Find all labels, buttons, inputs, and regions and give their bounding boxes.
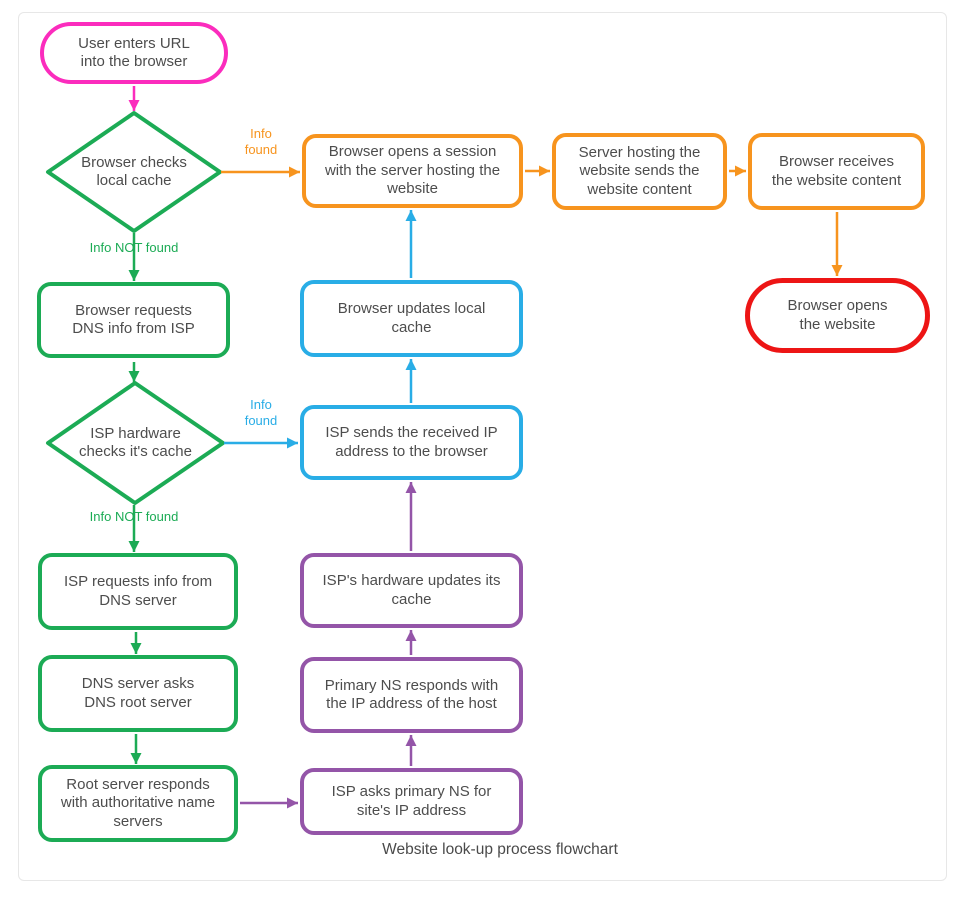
edge-label-info-found-browser: Info found — [244, 126, 278, 157]
process-root-server-responds: Root server responds with authoritative … — [38, 765, 238, 842]
process-primary-ns-responds: Primary NS responds with the IP address … — [300, 657, 523, 733]
process-browser-requests-dns: Browser requests DNS info from ISP — [37, 282, 230, 358]
terminator-start: User enters URL into the browser — [40, 22, 228, 84]
process-dns-asks-root: DNS server asks DNS root server — [38, 655, 238, 732]
process-isp-hw-updates-cache: ISP's hardware updates its cache — [300, 553, 523, 628]
edge-label-info-not-found-isp: Info NOT found — [89, 509, 179, 524]
process-isp-sends-ip: ISP sends the received IP address to the… — [300, 405, 523, 480]
decision-isp-cache-label: ISP hardware checks it's cache — [79, 424, 192, 461]
process-browser-updates-cache: Browser updates local cache — [300, 280, 523, 357]
terminator-open-website: Browser opens the website — [745, 278, 930, 353]
diagram-caption: Website look-up process flowchart — [382, 841, 618, 858]
process-open-session: Browser opens a session with the server … — [302, 134, 523, 208]
process-browser-receives: Browser receives the website content — [748, 133, 925, 210]
decision-browser-cache-shape — [46, 111, 222, 233]
process-isp-requests-dns: ISP requests info from DNS server — [38, 553, 238, 630]
process-isp-asks-primary-ns: ISP asks primary NS for site's IP addres… — [300, 768, 523, 835]
edge-label-info-not-found-browser: Info NOT found — [89, 240, 179, 255]
decision-isp-cache-shape — [46, 381, 225, 505]
decision-browser-cache-label: Browser checks local cache — [81, 153, 187, 190]
edge-label-info-found-isp: Info found — [244, 397, 278, 428]
process-server-sends-content: Server hosting the website sends the web… — [552, 133, 727, 210]
